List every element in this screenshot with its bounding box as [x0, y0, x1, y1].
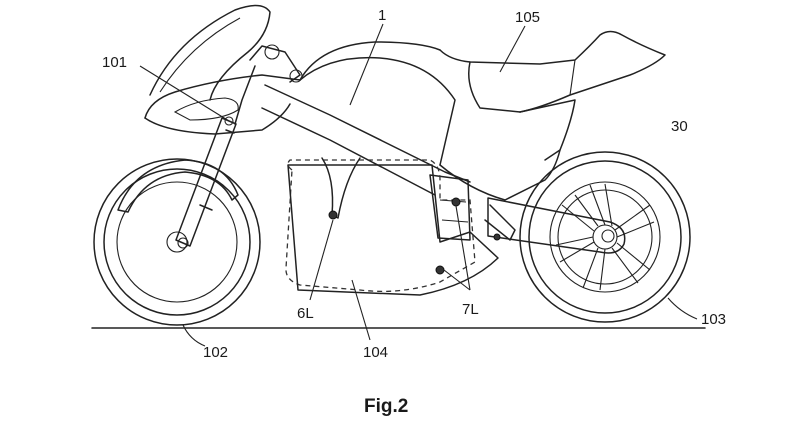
front-wheel	[93, 158, 261, 326]
label-101: 101	[102, 54, 127, 71]
mount-7L-lower	[435, 265, 445, 275]
label-1: 1	[378, 7, 386, 24]
swingarm-pivot	[493, 233, 501, 241]
swingarm	[484, 197, 626, 254]
label-103: 103	[701, 311, 726, 328]
main-frame	[261, 41, 471, 241]
leader-lines	[139, 23, 698, 347]
battery-housing	[285, 157, 499, 296]
handlebar	[224, 44, 303, 126]
tank-seat	[299, 30, 666, 166]
label-7L: 7L	[462, 301, 479, 318]
label-6L: 6L	[297, 305, 314, 322]
figure-caption: Fig.2	[364, 396, 408, 417]
mount-7L-upper	[451, 197, 461, 207]
label-104: 104	[363, 344, 388, 361]
mount-6L	[328, 210, 338, 220]
label-105: 105	[515, 9, 540, 26]
rear-body	[439, 99, 576, 201]
label-102: 102	[203, 344, 228, 361]
label-30: 30	[671, 118, 688, 135]
rear-wheel	[519, 151, 691, 323]
